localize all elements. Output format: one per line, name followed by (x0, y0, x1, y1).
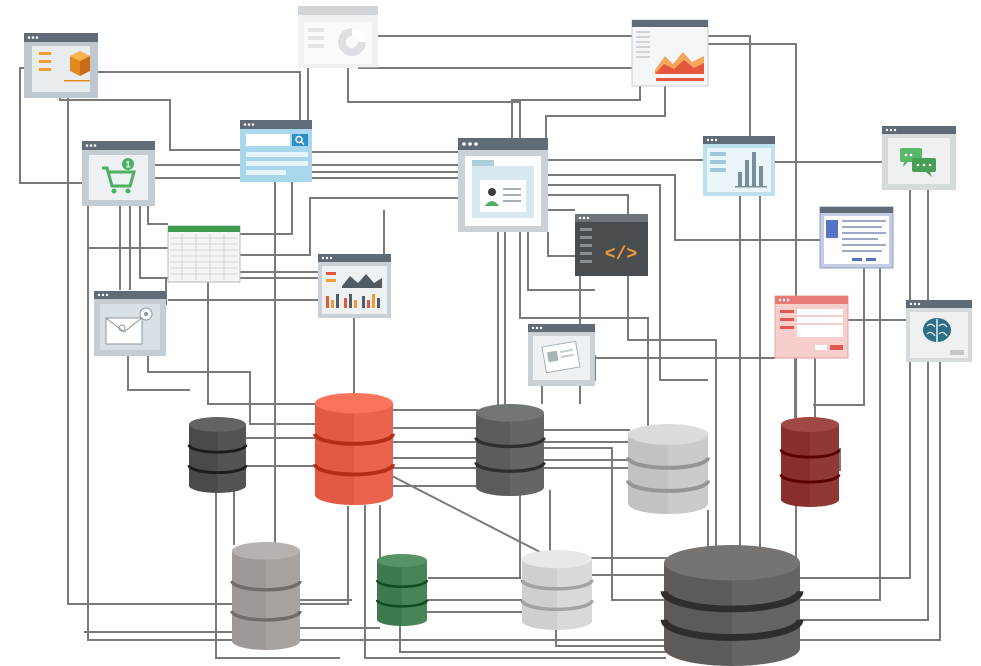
chat-bubbles-icon (900, 148, 936, 177)
window-search-form[interactable] (240, 120, 312, 182)
form-icon (780, 309, 843, 350)
window-analytics[interactable] (318, 254, 391, 318)
search-icon (295, 135, 305, 146)
folder-user-icon (472, 160, 534, 218)
db-green-database-icon (375, 554, 429, 626)
window-bar-chart[interactable] (703, 136, 775, 196)
db-silver-database-icon (520, 550, 594, 630)
cart-badge: 1 (125, 160, 130, 170)
brain-icon (923, 318, 951, 342)
window-product-box[interactable] (24, 33, 98, 98)
window-id-card[interactable] (528, 324, 595, 386)
spreadsheet-icon (170, 234, 238, 280)
db-dark-gray-database-icon (187, 417, 248, 493)
db-maroon-database-icon (779, 417, 841, 507)
code-icon: </> (605, 245, 637, 265)
window-shopping-cart[interactable]: 1 (82, 141, 155, 206)
db-light-gray-database-icon (626, 424, 710, 514)
document-list-icon (826, 220, 886, 261)
window-spreadsheet[interactable] (167, 225, 241, 283)
window-brain[interactable] (906, 300, 972, 362)
window-code-editor[interactable]: </> (575, 214, 648, 276)
db-taupe-database-icon (230, 542, 302, 650)
analytics-icon (326, 272, 382, 308)
window-pie-chart[interactable] (298, 6, 378, 68)
pie-chart-icon (338, 28, 366, 56)
window-chat[interactable] (882, 126, 956, 190)
window-form[interactable] (774, 295, 849, 359)
id-card-icon (541, 340, 581, 374)
db-charcoal-database-icon (660, 545, 804, 666)
window-document-list[interactable] (819, 206, 894, 269)
window-user-profile-folder[interactable] (458, 138, 548, 232)
shopping-cart-icon: 1 (102, 158, 136, 194)
email-settings-icon (105, 307, 153, 345)
window-area-chart-dashboard[interactable] (631, 19, 709, 87)
databases (187, 393, 841, 666)
product-box-icon (39, 51, 90, 82)
window-email[interactable] (94, 291, 166, 356)
bar-chart-icon (735, 152, 767, 188)
area-chart-icon (655, 52, 704, 74)
db-red-database-icon (313, 393, 395, 505)
db-slate-database-icon (474, 404, 546, 496)
